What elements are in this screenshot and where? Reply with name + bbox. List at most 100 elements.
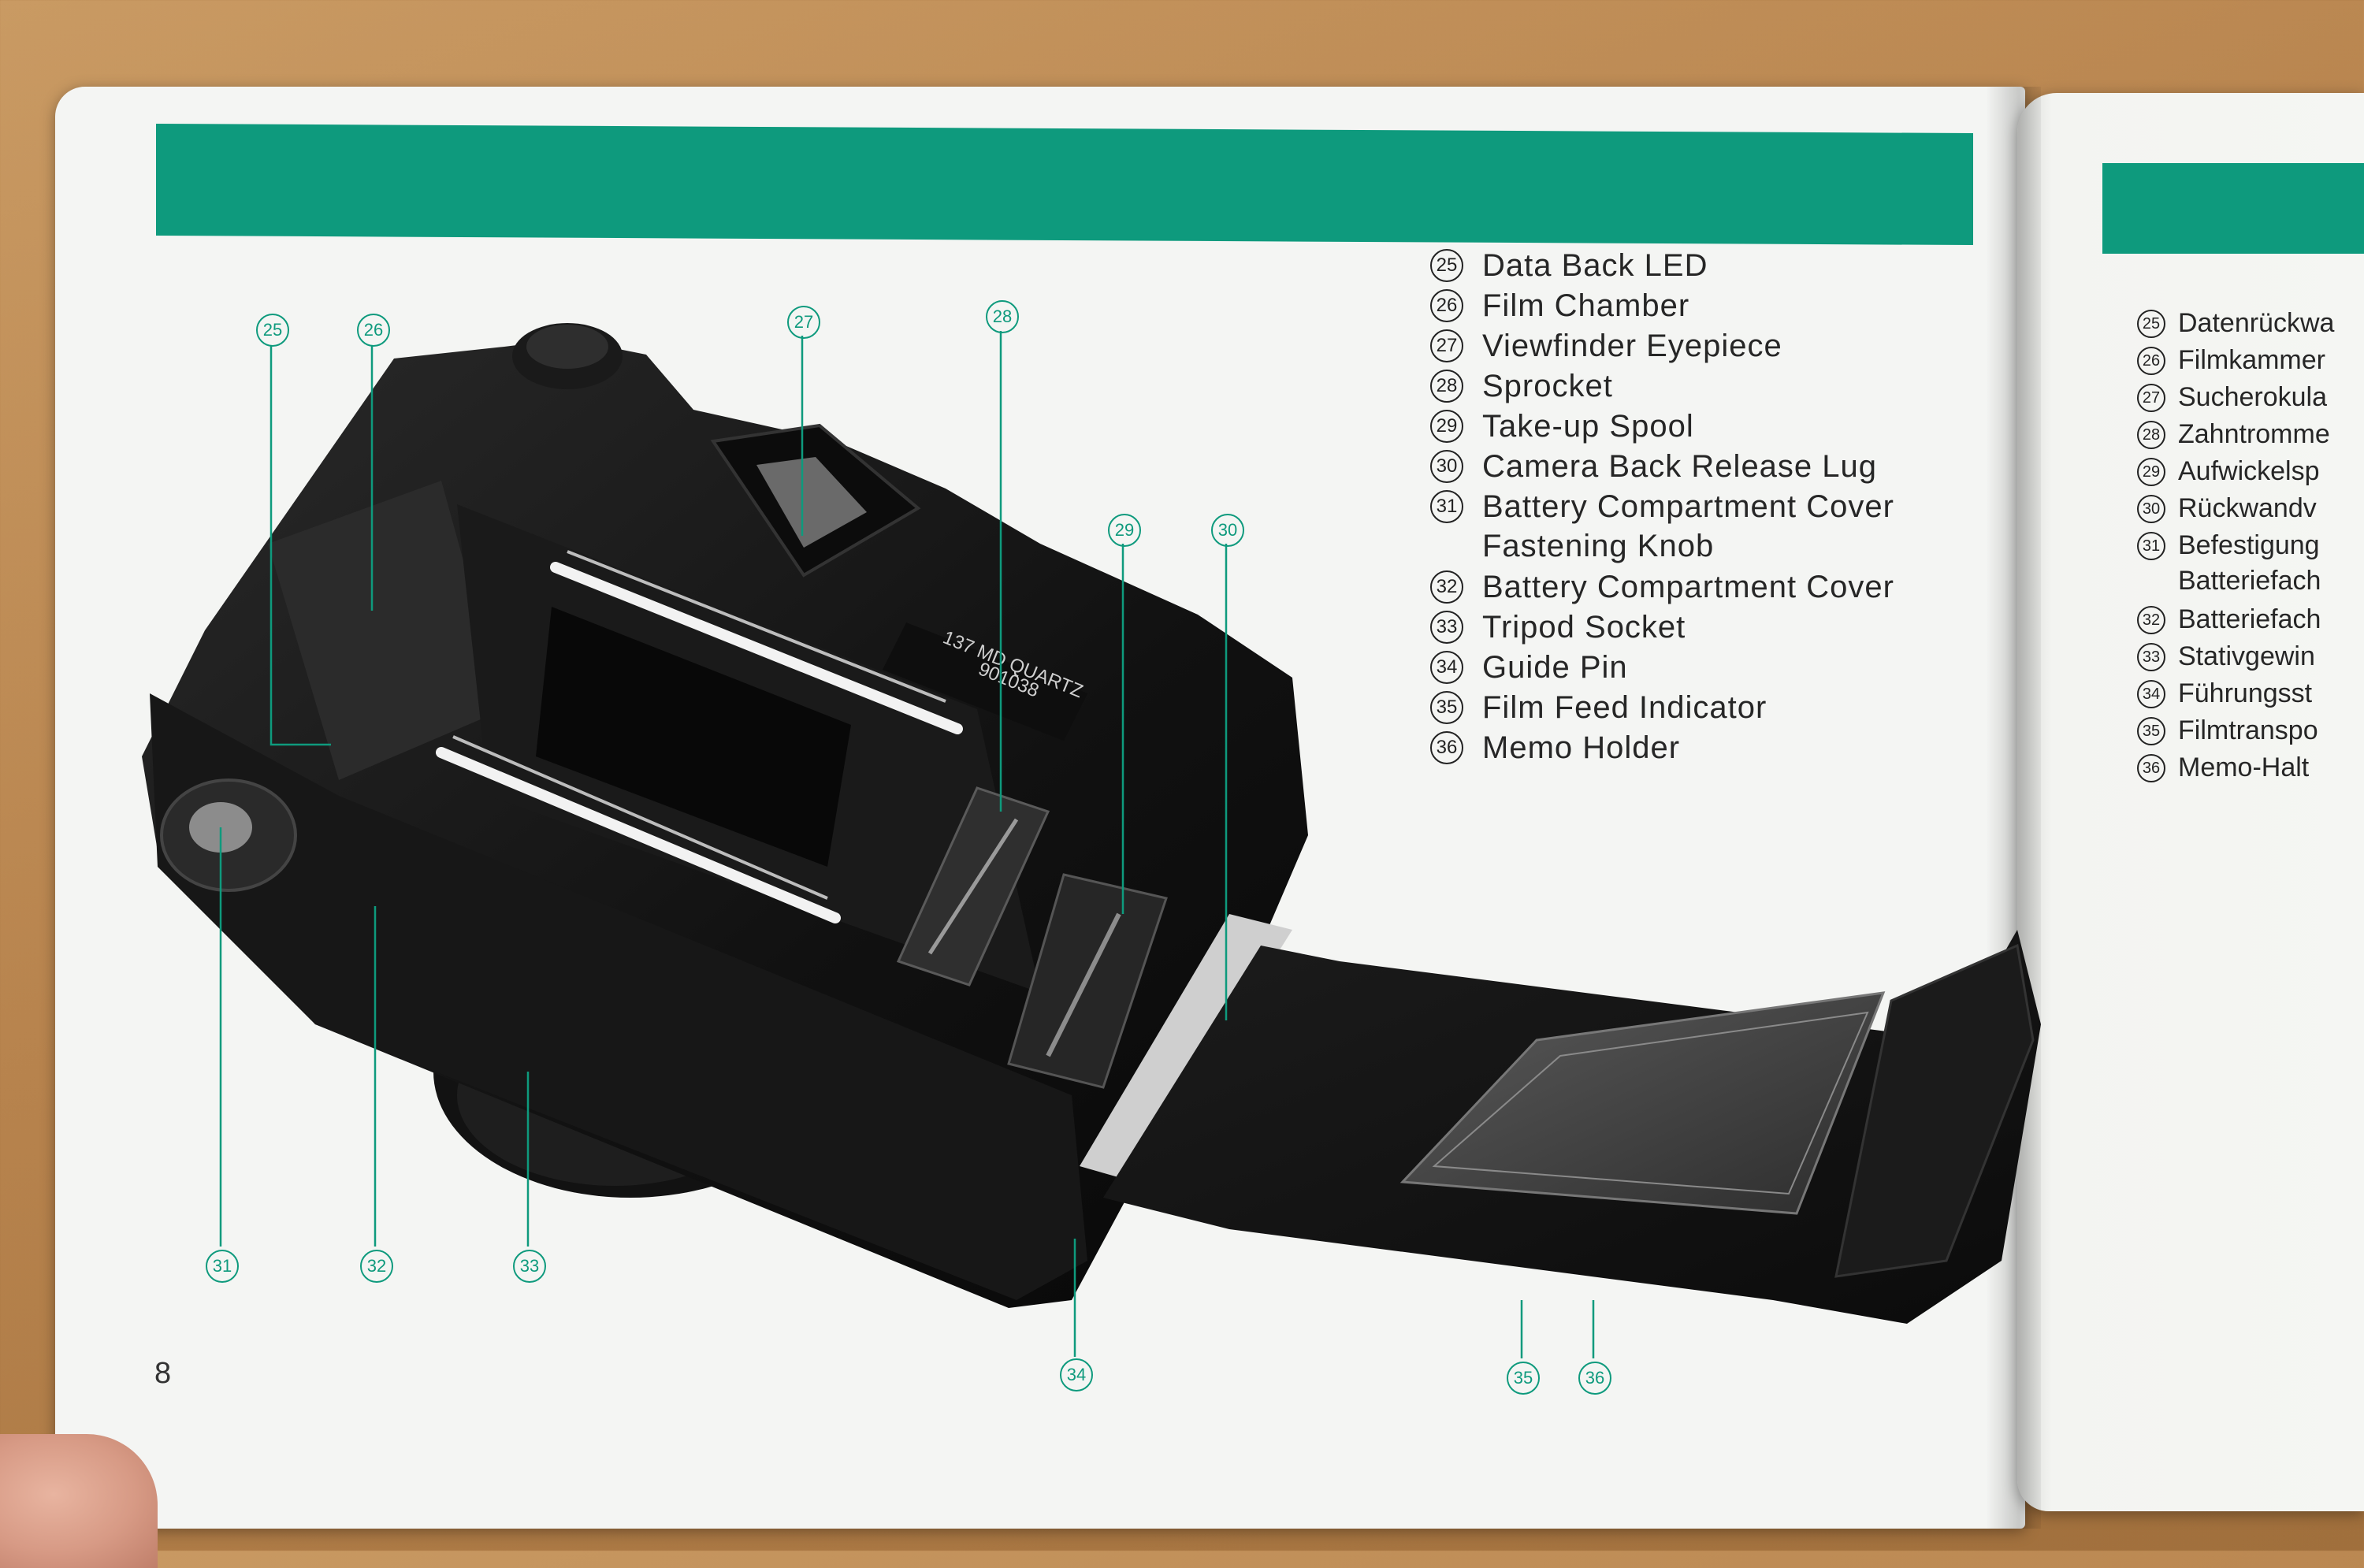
legend-label: Führungsst: [2178, 678, 2313, 708]
legend-item: 28 Zahntromme: [2137, 417, 2364, 454]
callout-30: 30: [1211, 514, 1244, 547]
legend-label: Filmtranspo: [2178, 715, 2318, 745]
legend-number: 31: [2137, 532, 2165, 560]
legend-number: 36: [2137, 754, 2165, 782]
film-rail-upper: [550, 562, 963, 734]
legend-item: 33 Tripod Socket: [1430, 608, 1966, 648]
callout-26: 26: [357, 314, 390, 347]
legend-label: Battery Compartment Cover: [1482, 570, 1894, 604]
legend-label: Zahntromme: [2178, 419, 2330, 449]
legend-item: 35 Filmtranspo: [2137, 713, 2364, 750]
legend-item: 29 Take-up Spool: [1430, 407, 1966, 447]
legend-label: Film Chamber: [1482, 288, 1690, 323]
callout-27: 27: [787, 306, 820, 339]
callout-31: 31: [206, 1250, 239, 1283]
legend-label: Sprocket: [1482, 369, 1613, 403]
legend-number: 30: [2137, 495, 2165, 523]
legend-item: 33 Stativgewin: [2137, 639, 2364, 676]
legend-number: 27: [2137, 384, 2165, 412]
legend-item: 35 Film Feed Indicator: [1430, 688, 1966, 728]
legend-number: 25: [1430, 249, 1463, 282]
film-rail-lower: [436, 747, 841, 923]
legend-number: 33: [2137, 643, 2165, 671]
legend-item: 27 Sucherokula: [2137, 380, 2364, 417]
legend-label: Guide Pin: [1482, 650, 1628, 685]
callout-33: 33: [513, 1250, 546, 1283]
legend-item: 26 Film Chamber: [1430, 286, 1966, 326]
callout-32: 32: [360, 1250, 393, 1283]
callout-25: 25: [256, 314, 289, 347]
film-chamber: [268, 481, 504, 780]
legend-number: 26: [2137, 347, 2165, 375]
legend-label: Battery Compartment Cover Fastening Knob: [1482, 489, 1894, 563]
legend-label: Memo-Halt: [2178, 752, 2310, 782]
legend-number: 34: [2137, 680, 2165, 708]
legend-item: 30 Rückwandv: [2137, 491, 2364, 528]
legend-item: 31 Befestigung Batteriefach: [2137, 528, 2364, 602]
legend-item: 28 Sprocket: [1430, 366, 1966, 407]
legend-label: Sucherokula: [2178, 382, 2328, 412]
legend-number: 28: [2137, 421, 2165, 449]
callout-29: 29: [1108, 514, 1141, 547]
legend-label: Memo Holder: [1482, 730, 1681, 765]
legend-label: Stativgewin: [2178, 641, 2315, 671]
leader-lines: [219, 331, 1595, 1358]
thumb: [0, 1434, 158, 1568]
parts-legend-german: 25 Datenrückwa 26 Filmkammer 27 Sucherokula…: [2137, 306, 2364, 787]
legend-item: 29 Aufwickelsp: [2137, 454, 2364, 491]
page-number: 8: [154, 1357, 172, 1390]
legend-label: Data Back LED: [1482, 248, 1708, 283]
callout-34: 34: [1060, 1358, 1093, 1392]
legend-item: 34 Führungsst: [2137, 676, 2364, 713]
legend-label: Batteriefach: [2178, 604, 2321, 634]
legend-number: 35: [2137, 717, 2165, 745]
callout-35: 35: [1507, 1362, 1540, 1395]
callout-36: 36: [1578, 1362, 1611, 1395]
legend-number: 32: [2137, 606, 2165, 634]
legend-number: 27: [1430, 329, 1463, 362]
legend-label: Befestigung Batteriefach: [2178, 530, 2321, 596]
callout-28: 28: [986, 300, 1019, 333]
legend-number: 31: [1430, 490, 1463, 523]
film-gate: [536, 607, 851, 867]
legend-number: 25: [2137, 310, 2165, 338]
legend-label: Viewfinder Eyepiece: [1482, 329, 1782, 363]
marking-panel: [883, 622, 1087, 741]
legend-label: Take-up Spool: [1482, 409, 1694, 444]
legend-label: Filmkammer: [2178, 345, 2325, 375]
legend-label: Film Feed Indicator: [1482, 690, 1767, 725]
legend-label: Camera Back Release Lug: [1482, 449, 1878, 484]
viewfinder-window: [756, 457, 867, 548]
legend-item: 25 Data Back LED: [1430, 246, 1966, 286]
book-gutter: [1986, 87, 2041, 1529]
legend-number: 28: [1430, 370, 1463, 403]
legend-item: 31 Battery Compartment Cover Fastening Kn…: [1430, 487, 1966, 567]
legend-item: 32 Batteriefach: [2137, 602, 2364, 639]
legend-item: 30 Camera Back Release Lug: [1430, 447, 1966, 487]
legend-number: 29: [2137, 458, 2165, 486]
battery-compartment-cover: [150, 693, 1087, 1300]
memo-holder: [1834, 943, 2035, 1278]
legend-item: 36 Memo-Halt: [2137, 750, 2364, 787]
legend-item: 34 Guide Pin: [1430, 648, 1966, 688]
legend-number: 30: [1430, 450, 1463, 483]
pressure-plate: [1399, 991, 1886, 1215]
legend-number: 35: [1430, 691, 1463, 724]
legend-item: 36 Memo Holder: [1430, 728, 1966, 768]
legend-label: Datenrückwa: [2178, 308, 2335, 338]
legend-label: Rückwandv: [2178, 493, 2317, 523]
legend-label: Tripod Socket: [1482, 610, 1686, 645]
legend-label: Aufwickelsp: [2178, 456, 2320, 486]
legend-number: 36: [1430, 731, 1463, 764]
legend-number: 26: [1430, 289, 1463, 322]
manual-right-page: [2017, 93, 2364, 1511]
legend-number: 29: [1430, 410, 1463, 443]
legend-item: 25 Datenrückwa: [2137, 306, 2364, 343]
legend-item: 27 Viewfinder Eyepiece: [1430, 326, 1966, 366]
legend-number: 33: [1430, 611, 1463, 644]
legend-number: 34: [1430, 651, 1463, 684]
rewind-knob-top: [526, 325, 608, 369]
header-band-right: [2102, 163, 2364, 254]
